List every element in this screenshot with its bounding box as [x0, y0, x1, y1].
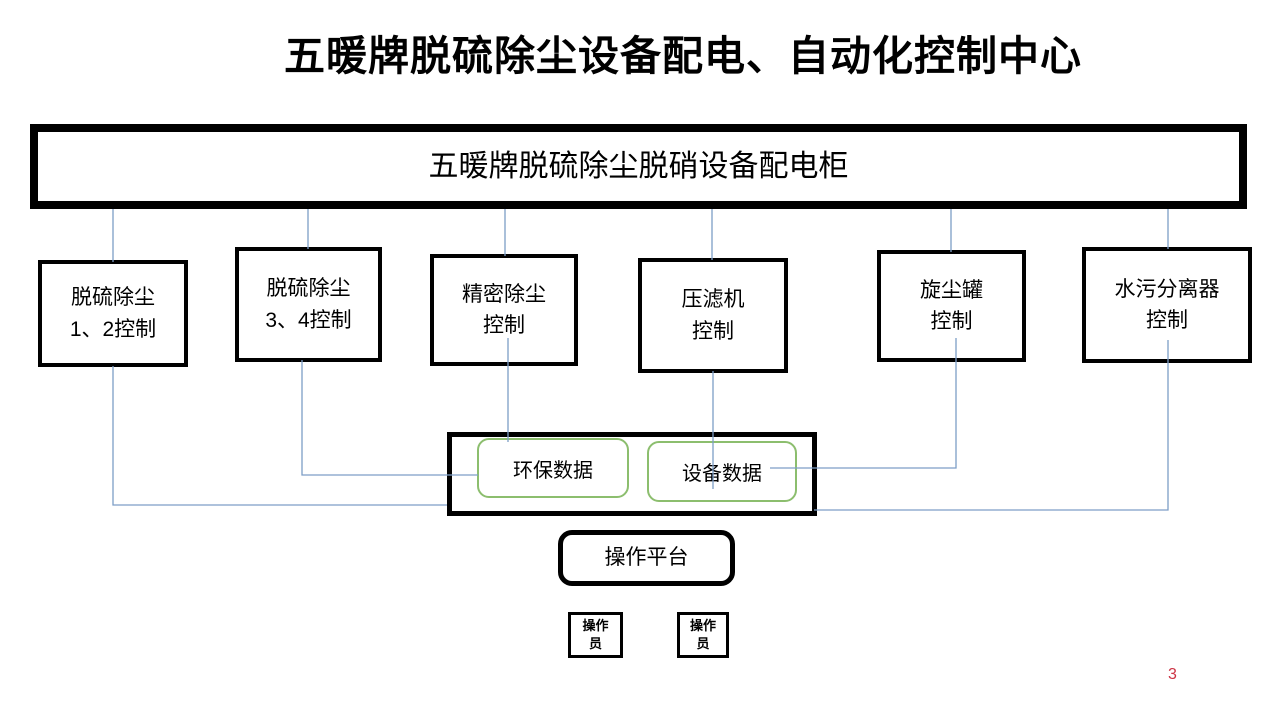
control-unit-label: 压滤机 控制 [681, 288, 745, 343]
page-number: 3 [1168, 666, 1177, 683]
env-data-label: 环保数据 [513, 459, 593, 482]
control-unit-box-cyclone-tank: 旋尘罐 控制 [877, 250, 1026, 362]
device-data-label: 设备数据 [682, 463, 762, 485]
operator-box-1: 操作 员 [568, 612, 623, 658]
control-unit-label: 脱硫除尘 1、2控制 [69, 286, 157, 341]
control-unit-box-precision-dust: 精密除尘 控制 [430, 254, 578, 366]
control-unit-label: 水污分离器 控制 [1114, 277, 1220, 333]
env-data-chip: 环保数据 [477, 438, 629, 498]
control-unit-box-desulfurization-3-4: 脱硫除尘 3、4控制 [235, 247, 382, 362]
connector-unit-6-to-data-hub [814, 340, 1169, 511]
main-cabinet-label: 五暖牌脱硫除尘脱硝设备配电柜 [428, 150, 849, 183]
operator-label: 操作 员 [689, 618, 716, 651]
page-title: 五暖牌脱硫除尘设备配电、自动化控制中心 [284, 33, 1082, 79]
operation-platform-box: 操作平台 [558, 530, 735, 586]
control-unit-box-filter-press: 压滤机 控制 [638, 258, 788, 373]
device-data-chip: 设备数据 [647, 441, 797, 502]
main-cabinet-box: 五暖牌脱硫除尘脱硝设备配电柜 [30, 124, 1247, 209]
control-unit-box-desulfurization-1-2: 脱硫除尘 1、2控制 [38, 260, 188, 367]
connector-unit-1-to-data-hub [112, 366, 447, 506]
control-unit-box-water-separator: 水污分离器 控制 [1082, 247, 1252, 363]
control-unit-label: 脱硫除尘 3、4控制 [265, 277, 352, 332]
operation-platform-label: 操作平台 [604, 546, 689, 570]
operator-box-2: 操作 员 [677, 612, 729, 658]
control-unit-label: 精密除尘 控制 [462, 282, 546, 338]
operator-label: 操作 员 [582, 618, 609, 651]
control-unit-label: 旋尘罐 控制 [920, 278, 983, 334]
